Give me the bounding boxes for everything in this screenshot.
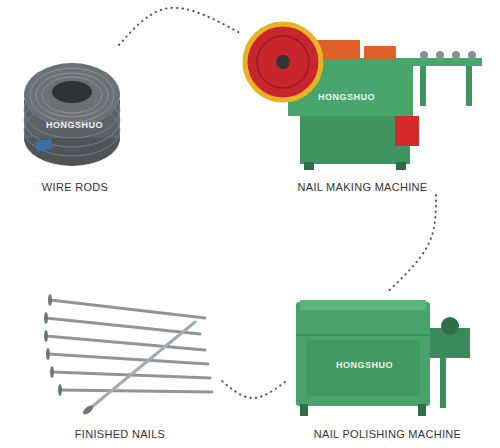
nail-polishing-machine-part	[418, 404, 426, 416]
watermark: HONGSHUO	[46, 120, 103, 130]
finished-nails-part	[44, 312, 48, 324]
nail-making-machine-part	[304, 162, 314, 170]
process-step: FINISHED NAILS	[20, 285, 220, 442]
dotted-connector	[220, 379, 285, 398]
finished-nails-part	[60, 390, 212, 392]
wire-coil-part	[52, 81, 92, 103]
dotted-connector	[388, 195, 437, 292]
nail-making-machine-part	[396, 162, 406, 170]
wire-coil-part	[35, 138, 53, 151]
nail-making-machine-part	[412, 58, 482, 66]
finished-nails-part	[44, 330, 48, 342]
nail-making-machine-part	[466, 66, 472, 106]
nail-making-machine-part	[436, 51, 444, 59]
finished-nails-part	[50, 300, 205, 318]
finished-nails	[44, 294, 212, 416]
wire-coil-part	[24, 63, 120, 127]
nail-polishing-machine-part	[440, 358, 446, 408]
finished-nails-part	[88, 322, 195, 410]
finished-nails-part	[48, 354, 208, 364]
nail-making-machine-part	[257, 36, 309, 88]
finished-nails-part	[81, 404, 94, 416]
step-label: NAIL MAKING MACHINE	[295, 179, 431, 195]
nail-making-machine-part	[364, 46, 396, 60]
step-label: FINISHED NAILS	[72, 426, 168, 442]
watermark: HONGSHUO	[336, 360, 393, 370]
step-label: WIRE RODS	[39, 179, 111, 195]
nail-making-machine-part	[395, 116, 419, 146]
finished-nails-part	[58, 384, 62, 396]
nail-making-machine-part	[468, 51, 476, 59]
nail-polishing-machine-part	[441, 317, 459, 335]
finished-nails-part	[46, 336, 205, 350]
nail-making-machine-part	[452, 51, 460, 59]
wire-coil-part	[36, 73, 108, 117]
nail-polishing-machine-part	[296, 302, 430, 406]
nail-polishing-machine-part	[306, 340, 420, 396]
nail-polishing-machine	[296, 300, 470, 416]
dotted-connector	[119, 8, 240, 45]
watermark: HONGSHUO	[318, 92, 375, 102]
nail-polishing-machine-part	[300, 404, 308, 416]
wire-coil	[24, 63, 120, 166]
finished-nails-part	[48, 294, 52, 306]
nail-making-machine-part	[300, 112, 410, 164]
finished-nails-part	[50, 366, 54, 378]
wire-coil-part	[42, 77, 102, 113]
nail-polishing-machine-part	[300, 300, 426, 310]
finished-nails-part	[46, 318, 200, 334]
wire-coil-part	[30, 68, 114, 122]
step-label: NAIL POLISHING MACHINE	[311, 426, 464, 442]
nail-making-machine-part	[245, 24, 321, 100]
nail-making-machine-part	[276, 55, 290, 69]
process-step: NAIL MAKING MACHINE	[240, 15, 485, 195]
nail-making-machine-part	[420, 66, 426, 106]
nail-making-machine	[245, 24, 482, 170]
nail-making-machine-part	[420, 51, 428, 59]
finished-nails-part	[46, 348, 50, 360]
nail-polishing-machine-part	[296, 334, 430, 336]
